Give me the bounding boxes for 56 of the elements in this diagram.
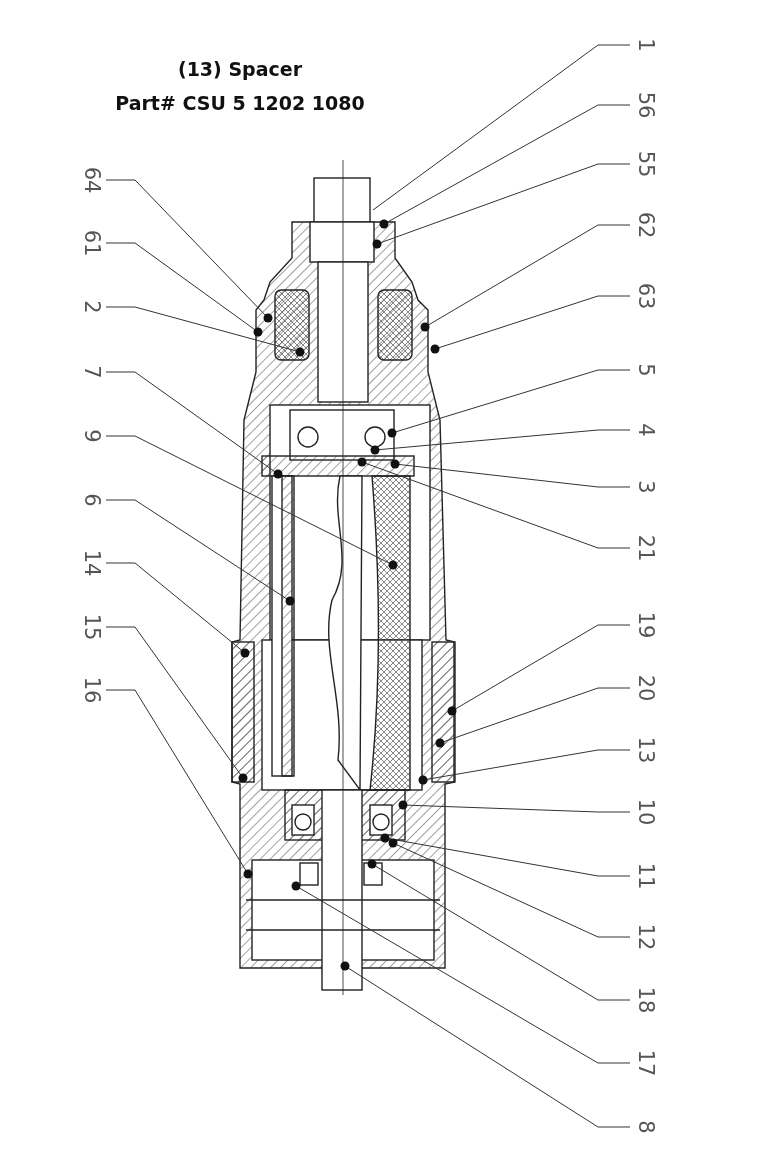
callout-number: 10: [635, 792, 657, 832]
leader-line: [105, 689, 253, 879]
leader-line: [105, 435, 398, 570]
callout-number: 21: [635, 528, 657, 568]
leader-line: [388, 838, 631, 938]
leader-line: [370, 429, 631, 455]
leader-line: [380, 833, 631, 877]
leader-line: [105, 499, 295, 606]
callout-number: 55: [635, 144, 657, 184]
callout-number: 16: [81, 670, 103, 710]
callout-number: 64: [81, 160, 103, 200]
callout-number: 3: [635, 467, 657, 507]
callout-number: 1: [635, 25, 657, 65]
leader-line: [372, 44, 631, 211]
leader-line: [105, 371, 283, 479]
callout-number: 8: [635, 1107, 657, 1147]
callout-number: 17: [635, 1043, 657, 1083]
callout-number: 18: [635, 980, 657, 1020]
callout-number: 9: [81, 416, 103, 456]
callout-number: 62: [635, 205, 657, 245]
callout-number: 2: [81, 287, 103, 327]
callout-number: 4: [635, 410, 657, 450]
leader-line: [390, 459, 631, 488]
leader-line: [105, 626, 248, 783]
callout-number: 56: [635, 85, 657, 125]
leader-line: [105, 562, 250, 658]
callout-number: 6: [81, 480, 103, 520]
leader-line: [430, 295, 631, 354]
leader-line: [387, 369, 631, 438]
leader-line: [372, 163, 631, 249]
leader-line: [105, 242, 263, 337]
leader-line: [367, 859, 631, 1001]
callout-number: 63: [635, 276, 657, 316]
callout-number: 19: [635, 605, 657, 645]
title: (13) Spacer: [176, 58, 304, 80]
callout-number: 14: [81, 543, 103, 583]
leader-line: [105, 179, 273, 323]
leader-line: [291, 881, 631, 1064]
leader-line: [447, 624, 631, 716]
leader-line: [435, 687, 631, 748]
leader-line: [105, 306, 305, 357]
leader-line: [357, 457, 631, 549]
leader-line: [340, 961, 631, 1128]
callout-number: 5: [635, 350, 657, 390]
leader-line: [379, 104, 631, 229]
callout-number: 11: [635, 856, 657, 896]
leader-line: [420, 224, 631, 332]
callout-number: 20: [635, 668, 657, 708]
callout-number: 7: [81, 352, 103, 392]
leader-line: [418, 749, 631, 785]
callout-number: 12: [635, 917, 657, 957]
leader-line: [398, 800, 631, 813]
callout-number: 13: [635, 730, 657, 770]
callout-number: 61: [81, 223, 103, 263]
part-number: Part# CSU 5 1202 1080: [114, 92, 366, 114]
callout-number: 15: [81, 607, 103, 647]
